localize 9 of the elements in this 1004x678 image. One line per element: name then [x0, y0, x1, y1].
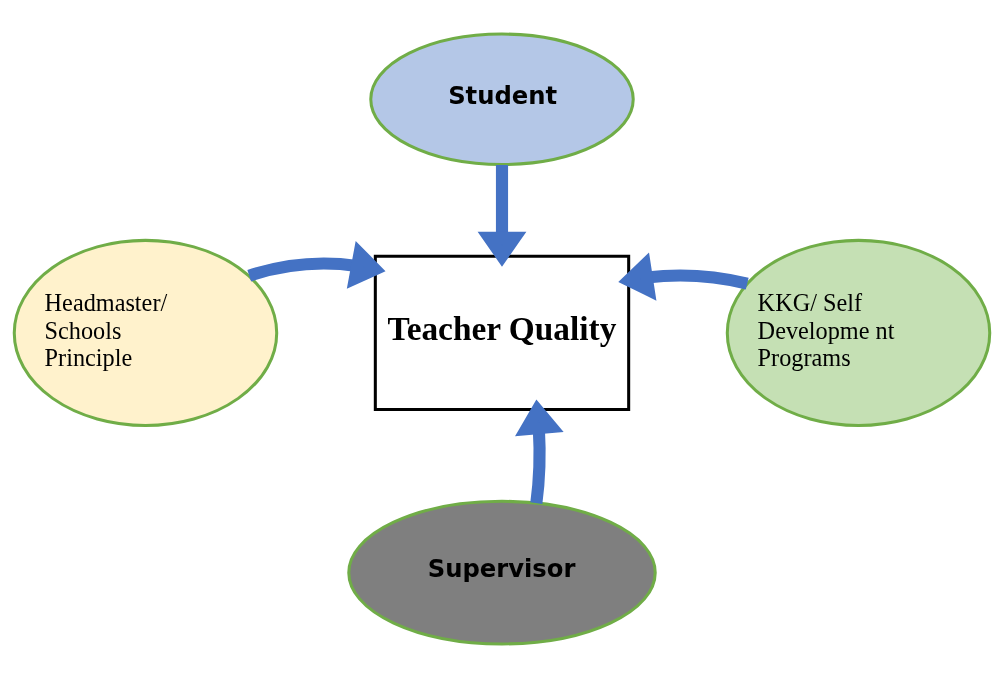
node-ellipse: Supervisor: [347, 499, 657, 646]
arrow: [247, 240, 386, 289]
node-box: Teacher Quality: [373, 254, 631, 412]
arrow: [618, 252, 749, 301]
node-ellipse: Student: [369, 32, 635, 167]
arrow: [515, 399, 564, 504]
node-ellipse: KKG/ Self Developme nt Programs: [725, 238, 992, 427]
node-ellipse: Headmaster/ Schools Principle: [12, 238, 279, 427]
arrow: [477, 165, 527, 267]
